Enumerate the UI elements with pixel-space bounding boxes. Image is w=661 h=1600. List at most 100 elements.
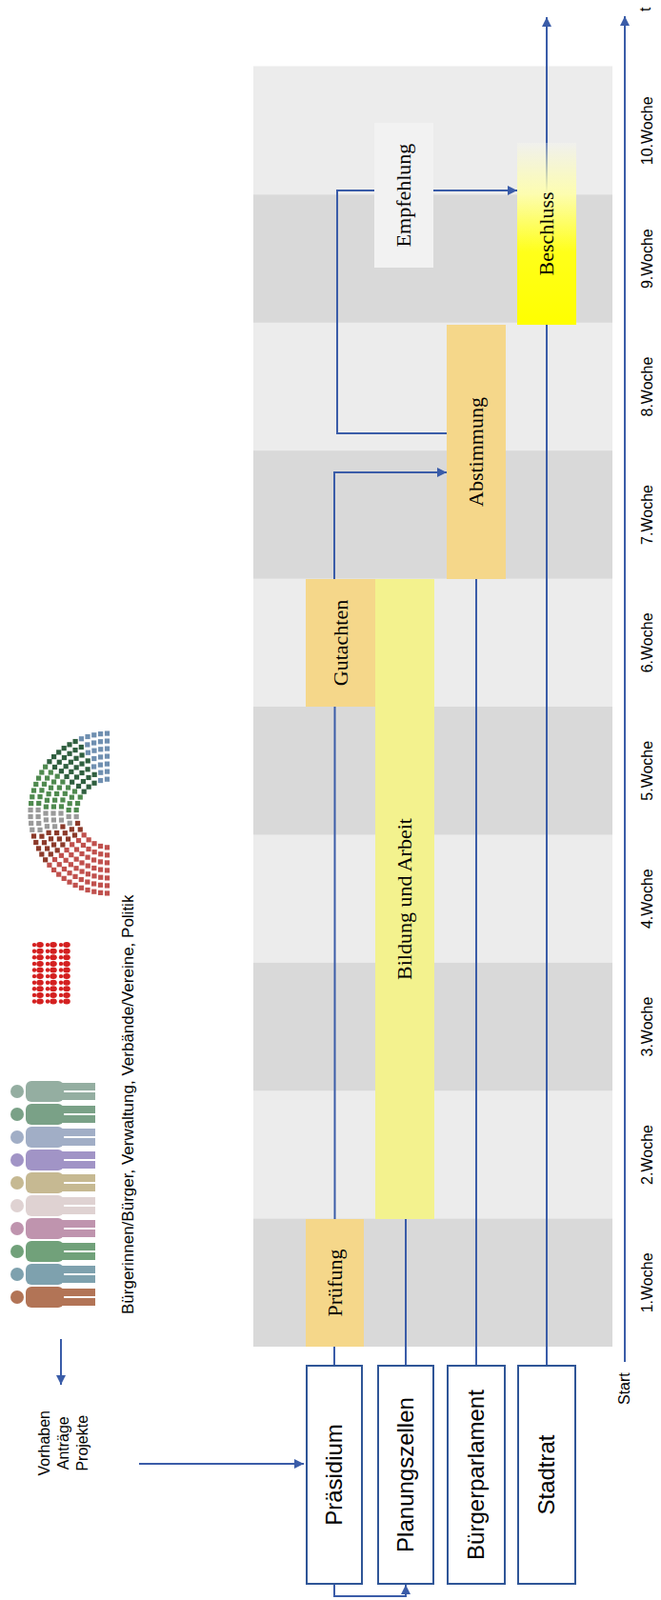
parliament-seat — [104, 745, 110, 751]
connector — [475, 579, 478, 1365]
parliament-seat — [104, 860, 110, 865]
node-label: Prüfung — [322, 1249, 348, 1318]
input-arrow — [139, 1462, 304, 1465]
person-head — [10, 1244, 24, 1259]
crowd-body — [36, 941, 44, 948]
parliament-seat — [60, 823, 65, 829]
parliament-seat — [54, 830, 60, 836]
crowd-body — [36, 961, 44, 967]
crowd-head — [32, 942, 37, 947]
node-label: Präsidium — [320, 1423, 348, 1526]
phase-band: Gutachten — [305, 579, 376, 707]
parliament-seat — [48, 769, 54, 775]
parliament-seat — [28, 801, 34, 806]
parliament-seat — [104, 777, 110, 782]
person-body — [25, 1149, 64, 1171]
parliament-seat — [62, 791, 68, 797]
parliament-seat — [79, 736, 84, 742]
parliament-seat — [80, 842, 86, 848]
crowd-head — [32, 993, 37, 998]
parliament-seat — [52, 764, 58, 770]
person-leg — [59, 1183, 96, 1192]
parliament-seat — [98, 778, 103, 783]
parliament-seat — [37, 827, 42, 833]
parliament-seat — [79, 868, 84, 874]
crowd-body — [49, 985, 58, 992]
parliament-seat — [73, 756, 79, 762]
person-leg — [59, 1082, 96, 1091]
person-head — [10, 1130, 24, 1144]
person-figure — [10, 1195, 96, 1217]
parliament-seat — [86, 837, 92, 842]
parliament-seat — [76, 838, 81, 843]
person-body — [25, 1263, 64, 1285]
crowd-head — [59, 961, 63, 966]
parliament-seat — [50, 810, 56, 816]
week-label: 1.Woche — [638, 1252, 658, 1313]
lane-box: Planungszellen — [377, 1364, 435, 1585]
crowd-head — [45, 981, 50, 985]
parliament-seat — [60, 779, 65, 784]
parliament-seat — [39, 787, 44, 793]
crowd-body — [49, 980, 58, 986]
parliament-seat — [56, 749, 61, 755]
crowd-body — [36, 985, 44, 992]
week-label: 8.Woche — [638, 357, 658, 418]
parliament-seat — [61, 755, 67, 761]
parliament-seat — [79, 744, 84, 750]
person-body — [25, 1126, 64, 1148]
parliament-seat — [27, 814, 33, 820]
parliament-seat — [66, 880, 72, 885]
edge-label: Empfehlung — [374, 122, 434, 268]
parliament-seat — [52, 823, 58, 829]
parliament-seat — [79, 860, 84, 865]
parliament-seat — [98, 843, 103, 849]
parliament-seat — [59, 768, 64, 774]
parliament-seat — [63, 847, 69, 853]
phase-band: Abstimmung — [446, 324, 506, 580]
parliament-seat — [57, 760, 62, 765]
parliament-seat — [51, 803, 57, 809]
connector — [545, 324, 548, 1365]
parliament-seat — [59, 817, 64, 822]
parliament-seat — [36, 845, 41, 851]
parliament-seat — [84, 879, 90, 884]
parliament-seat — [59, 853, 64, 859]
parliament-seat — [68, 861, 74, 867]
parliament-seat — [43, 817, 49, 822]
participants-caption: Bürgerinnen/Bürger, Verwaltung, Verbände… — [118, 895, 139, 1315]
week-band — [253, 1218, 613, 1347]
parliament-seat — [51, 754, 57, 760]
parliament-seat — [72, 747, 78, 753]
parliament-seat — [92, 772, 98, 778]
crowd-body — [49, 999, 58, 1005]
parliament-seat — [74, 807, 80, 813]
parliament-seat — [66, 807, 72, 813]
person-head — [10, 1267, 24, 1282]
crowd-body — [36, 967, 44, 974]
person-leg — [59, 1275, 96, 1283]
lane-box: Stadtrat — [517, 1364, 577, 1585]
parliament-seat — [98, 739, 103, 744]
crowd-head — [45, 949, 50, 954]
parliament-seat — [58, 810, 63, 816]
person-leg — [59, 1252, 96, 1261]
parliament-seat — [104, 754, 110, 760]
parliament-seat — [79, 885, 84, 891]
parliament-seat — [69, 780, 75, 785]
parliament-seat — [67, 801, 73, 806]
parliament-seat — [68, 852, 74, 858]
parliament-seat — [104, 867, 110, 873]
parliament-seat — [43, 804, 49, 810]
week-label: 5.Woche — [638, 741, 658, 802]
parliament-seat — [52, 857, 58, 862]
person-head — [10, 1199, 24, 1213]
parliament-seat — [41, 781, 47, 787]
parliament-seat — [79, 752, 84, 758]
parliament-seat — [55, 847, 61, 853]
parliament-seat — [54, 791, 60, 797]
parliament-seat — [104, 875, 110, 881]
parliament-seat — [104, 769, 110, 775]
crowd-head — [59, 981, 63, 985]
week-label: 3.Woche — [638, 997, 658, 1058]
